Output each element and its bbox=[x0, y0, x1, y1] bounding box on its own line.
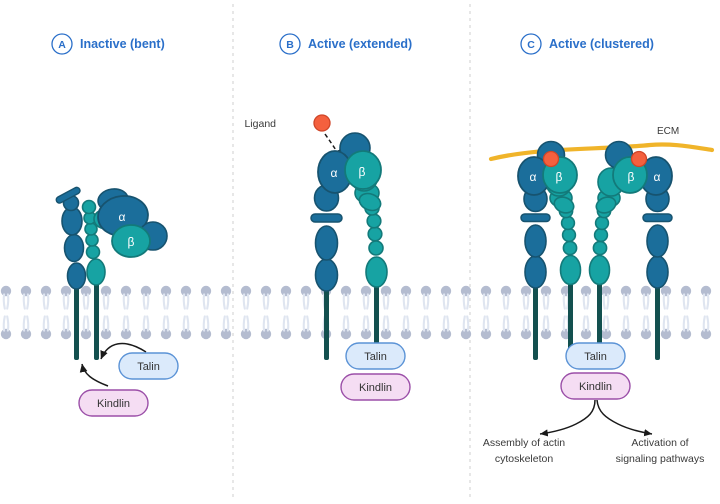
beta-egf-domain-c1b bbox=[561, 227, 577, 243]
beta-egf-domain-b1 bbox=[368, 240, 384, 256]
kindlin-arrow-a bbox=[79, 363, 109, 387]
beta-egf-domain-c2b bbox=[593, 227, 609, 243]
ecm-label: ECM bbox=[657, 126, 679, 137]
beta-head-b bbox=[344, 150, 382, 190]
ligand-circle-b bbox=[313, 114, 331, 132]
beta-egf-domain-a5 bbox=[81, 199, 97, 215]
talin-pill-c[interactable]: Talin bbox=[565, 342, 626, 370]
beta-egf-domain-b3 bbox=[366, 213, 382, 229]
beta-hybrid-lower-c1 bbox=[553, 196, 575, 214]
beta-leg-domain-c2a bbox=[588, 254, 611, 286]
panel-a-badge-circle bbox=[51, 33, 73, 55]
beta-egf-domain-b2 bbox=[367, 226, 383, 242]
talin-arrow-a bbox=[100, 342, 147, 360]
kindlin-label-a: Kindlin bbox=[97, 398, 130, 410]
panel-b-badge-letter: B bbox=[286, 39, 294, 51]
beta-egf-domain-c1c bbox=[560, 215, 576, 231]
integrin-extended: α β bbox=[310, 132, 388, 360]
alpha-genu-rod-b bbox=[310, 213, 343, 223]
alpha-head-label-c2: α bbox=[654, 170, 661, 184]
alpha-head-label-b: α bbox=[331, 166, 338, 180]
beta-hybrid-lower-c2 bbox=[595, 196, 617, 214]
alpha-calf-rod-a bbox=[55, 186, 81, 204]
panel-b: B Active (extended) Ligand bbox=[244, 33, 412, 401]
panel-c-header: C Active (clustered) bbox=[520, 33, 654, 55]
outcome-left-line2: cytoskeleton bbox=[495, 453, 554, 465]
beta-head-label-c2: β bbox=[628, 170, 635, 184]
alpha-genu-rod-c2 bbox=[642, 213, 673, 223]
ecm-fiber bbox=[488, 142, 715, 162]
alpha-calf1-domain-c2 bbox=[646, 224, 669, 258]
beta-head-a bbox=[111, 224, 151, 258]
alpha-calf2-domain-c1 bbox=[524, 255, 547, 289]
talin-label-b: Talin bbox=[364, 351, 387, 363]
beta-egf-domain-a2 bbox=[85, 233, 99, 247]
alpha-leg-domain-a1 bbox=[66, 262, 87, 290]
beta-egf-domain-c2a bbox=[592, 240, 608, 256]
outcome-arrow-right bbox=[596, 399, 653, 437]
panel-c: C Active (clustered) ECM α bbox=[483, 33, 715, 465]
alpha-calf1-domain-c1 bbox=[524, 224, 547, 258]
kindlin-label-b: Kindlin bbox=[359, 382, 392, 394]
ligand-binding-arrow-b bbox=[324, 133, 342, 159]
beta-transmembrane-stalk-c2 bbox=[597, 282, 602, 360]
panel-b-badge-circle bbox=[279, 33, 301, 55]
panel-a-header: A Inactive (bent) bbox=[51, 33, 165, 55]
panel-b-title: Active (extended) bbox=[308, 37, 412, 51]
beta-leg-domain-a1 bbox=[86, 258, 106, 286]
alpha-head-label-a: α bbox=[119, 210, 126, 224]
beta-leg-domain-b1 bbox=[365, 256, 388, 288]
panel-a-title: Inactive (bent) bbox=[80, 37, 165, 51]
ligand-label-b: Ligand bbox=[244, 118, 276, 130]
beta-egf-domain-a1 bbox=[85, 244, 101, 260]
beta-transmembrane-stalk-b bbox=[374, 282, 379, 360]
outcome-left-line1: Assembly of actin bbox=[483, 437, 565, 449]
integrin-clustered-right: α β bbox=[588, 140, 673, 360]
integrin-bent: α β bbox=[55, 186, 168, 360]
alpha-calf1-domain-b bbox=[314, 225, 339, 261]
panel-a-badge-letter: A bbox=[58, 39, 66, 51]
alpha-transmembrane-stalk-c2 bbox=[655, 282, 660, 360]
outcome-right-line1: Activation of bbox=[631, 437, 688, 449]
alpha-transmembrane-stalk-c1 bbox=[533, 282, 538, 360]
integrin-clustered-left: α β bbox=[517, 140, 582, 360]
alpha-head-label-c1: α bbox=[530, 170, 537, 184]
panel-b-header: B Active (extended) bbox=[279, 33, 412, 55]
kindlin-pill-c[interactable]: Kindlin bbox=[560, 372, 631, 400]
beta-leg-domain-c1a bbox=[559, 254, 582, 286]
beta-head-label-c1: β bbox=[556, 170, 563, 184]
kindlin-label-c: Kindlin bbox=[579, 381, 612, 393]
panel-c-badge-letter: C bbox=[527, 39, 535, 51]
alpha-leg-domain-a2 bbox=[63, 233, 85, 263]
outcome-right-line2: signaling pathways bbox=[616, 453, 705, 465]
outcome-arrow-left bbox=[539, 399, 596, 437]
talin-label-c: Talin bbox=[584, 351, 607, 363]
ligand-circle-c1 bbox=[542, 150, 560, 168]
talin-pill-b[interactable]: Talin bbox=[345, 342, 406, 370]
kindlin-pill-b[interactable]: Kindlin bbox=[340, 373, 411, 401]
beta-egf-domain-c2c bbox=[594, 215, 610, 231]
panel-c-badge-circle bbox=[520, 33, 542, 55]
beta-egf-domain-c1a bbox=[562, 240, 578, 256]
beta-head-label-a: β bbox=[128, 235, 135, 249]
talin-pill-a[interactable]: Talin bbox=[118, 352, 179, 380]
beta-hybrid-lower-b bbox=[358, 192, 382, 212]
alpha-calf2-domain-c2 bbox=[646, 255, 669, 289]
alpha-transmembrane-stalk-b bbox=[324, 282, 329, 360]
ligand-circle-c2 bbox=[630, 150, 648, 168]
alpha-transmembrane-stalk-a bbox=[74, 272, 79, 360]
panel-c-title: Active (clustered) bbox=[549, 37, 654, 51]
beta-transmembrane-stalk-c1 bbox=[568, 282, 573, 360]
beta-egf-domain-a3 bbox=[84, 222, 98, 236]
beta-transmembrane-stalk-a bbox=[94, 272, 99, 360]
panel-dividers bbox=[232, 4, 471, 500]
beta-head-label-b: β bbox=[359, 165, 366, 179]
talin-label-a: Talin bbox=[137, 361, 160, 373]
kindlin-pill-a[interactable]: Kindlin bbox=[78, 389, 149, 417]
panel-a: A Inactive (bent) α bbox=[51, 33, 179, 417]
alpha-genu-rod-c1 bbox=[520, 213, 551, 223]
alpha-calf2-domain-b bbox=[314, 258, 339, 292]
